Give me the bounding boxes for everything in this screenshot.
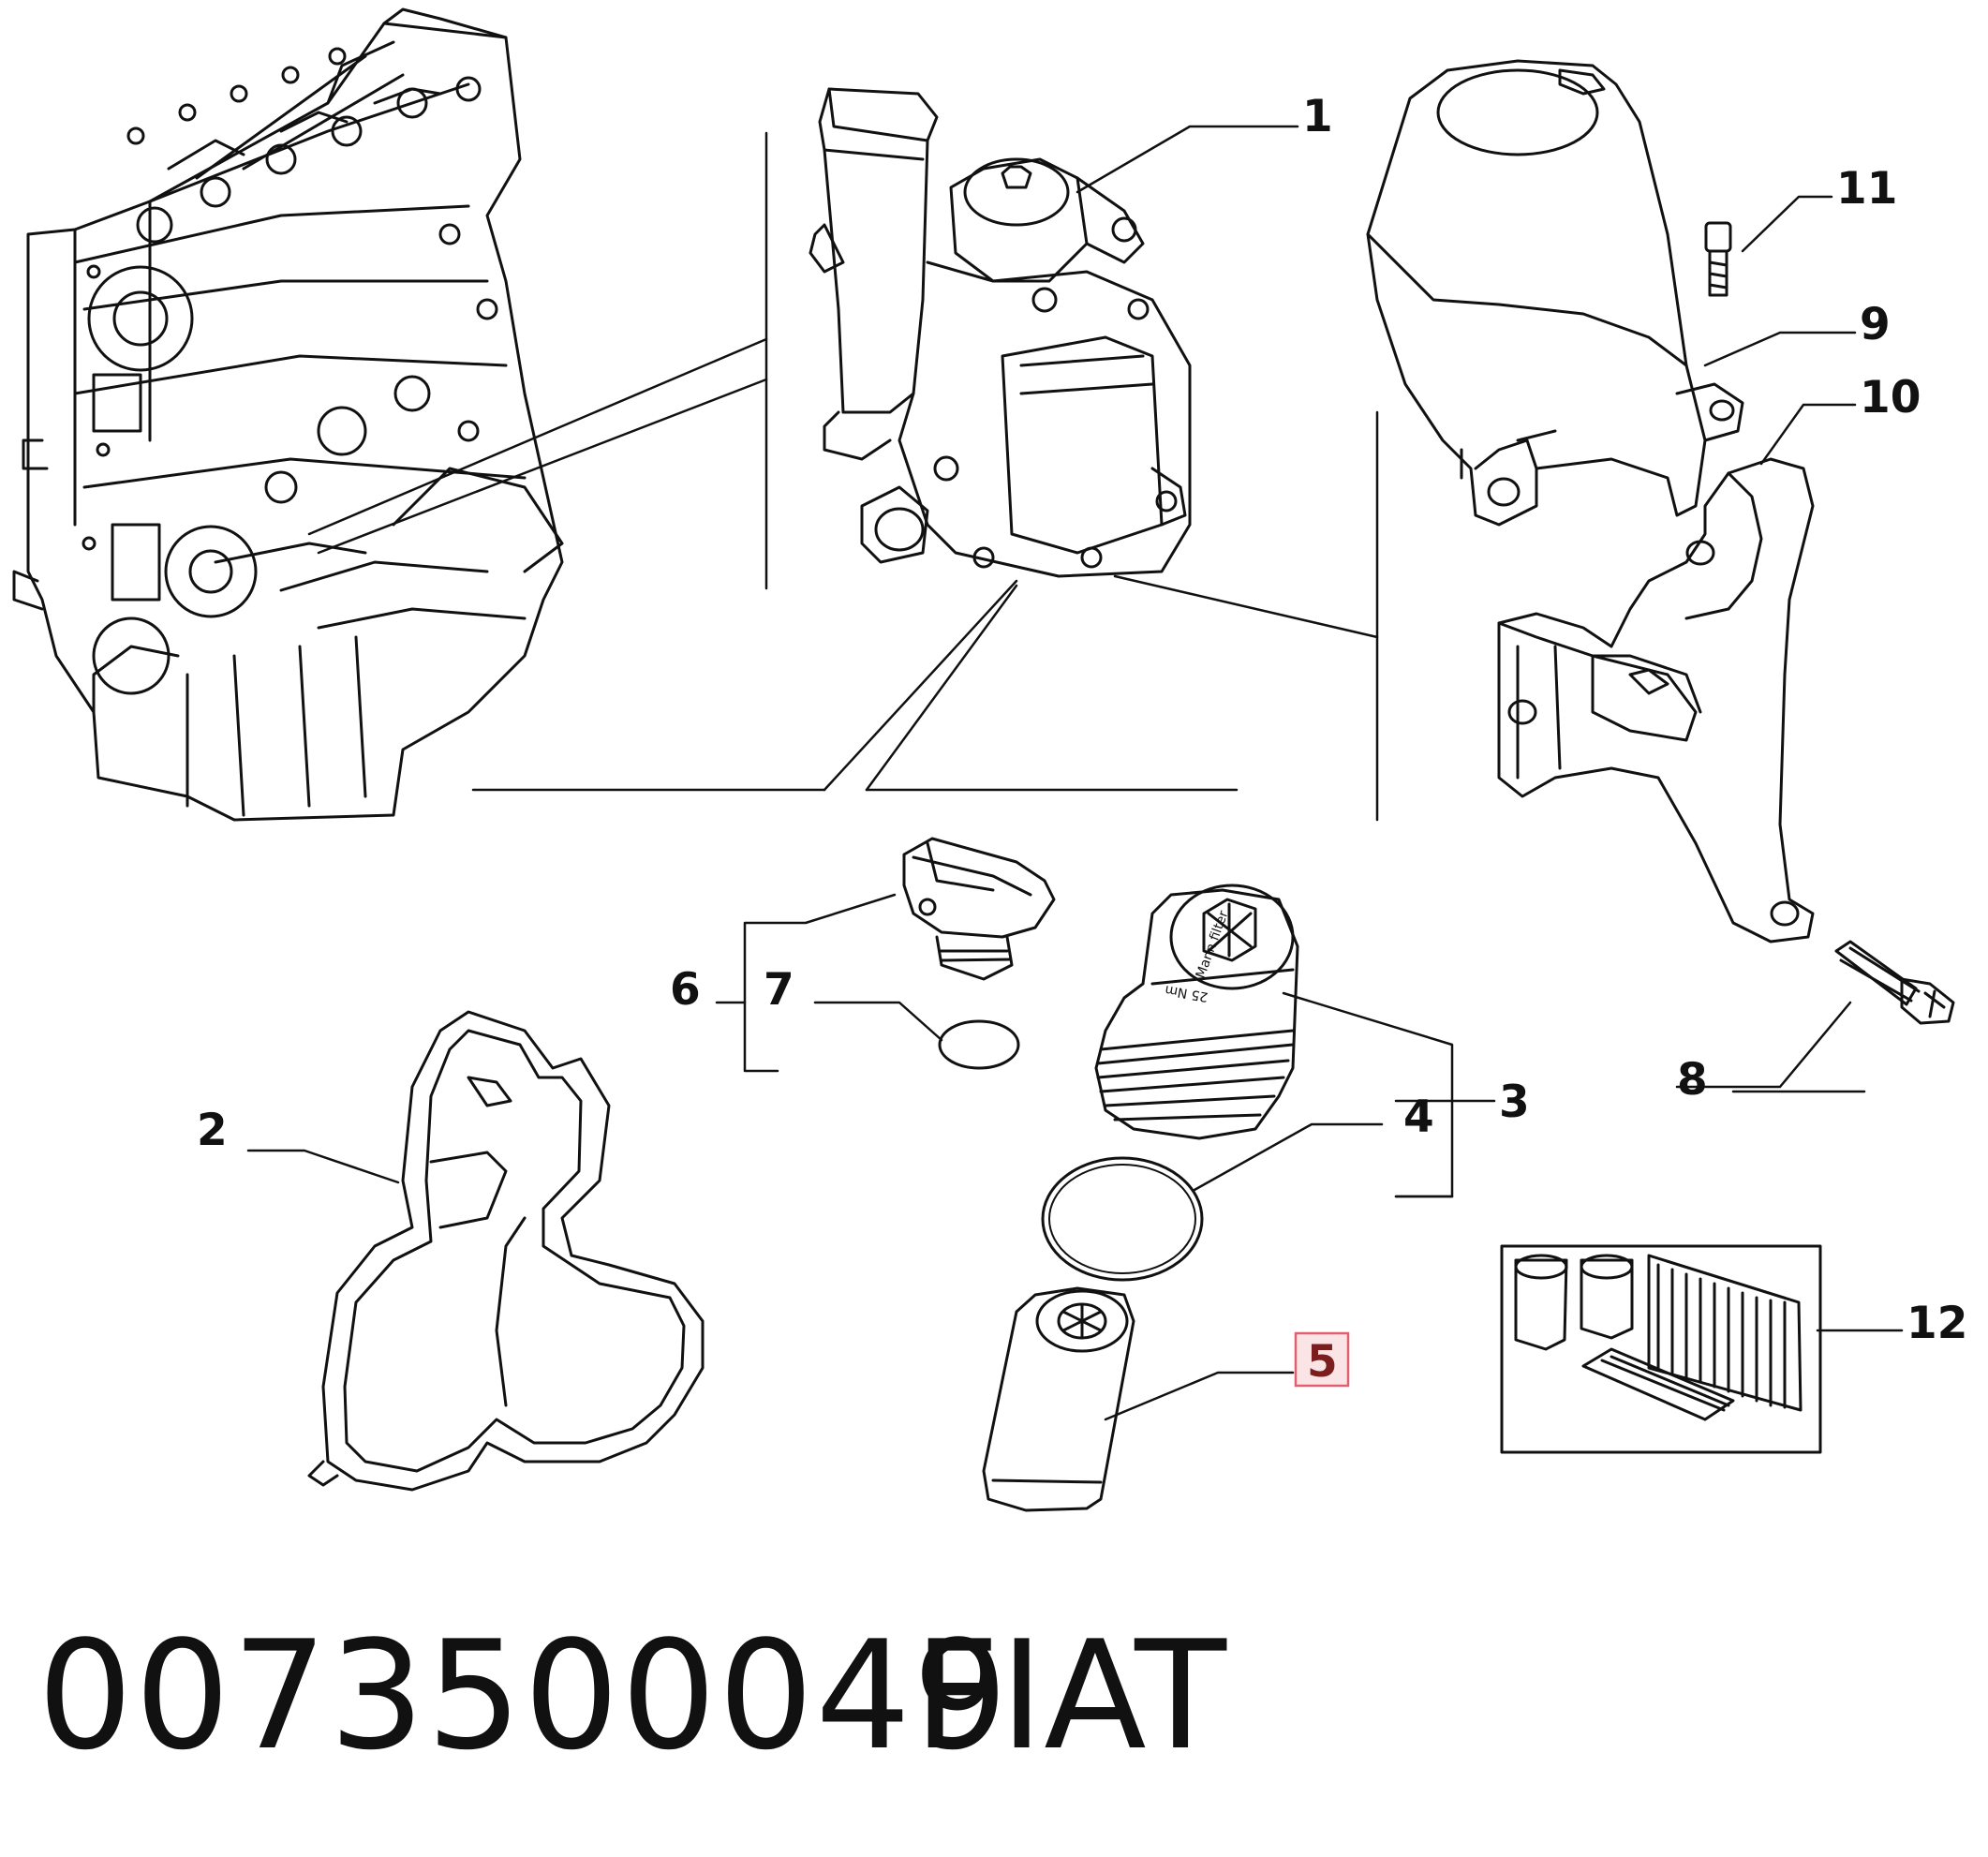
cap-torque-text: 25 Nm xyxy=(1164,982,1209,1004)
engine-block-drawing xyxy=(12,7,564,822)
callout-leader-lines xyxy=(246,125,1904,1421)
assembly-leader-lines xyxy=(307,131,1379,822)
callout-3: 3 xyxy=(1499,1077,1530,1128)
bolt-8-drawing xyxy=(1834,940,1955,1025)
callout-7: 7 xyxy=(764,964,794,1016)
oil-filter-cartridge-drawing xyxy=(982,1286,1135,1512)
o-ring-7-drawing xyxy=(938,1019,1020,1070)
callout-1: 1 xyxy=(1302,91,1333,142)
callout-2: 2 xyxy=(197,1105,228,1156)
oil-filler-cap-drawing xyxy=(902,837,1056,981)
brand-label: FIAT xyxy=(913,1608,1226,1783)
callout-8: 8 xyxy=(1677,1054,1708,1106)
callout-10: 10 xyxy=(1860,372,1921,423)
filter-cap-drawing xyxy=(1094,884,1299,1140)
o-ring-4-drawing xyxy=(1041,1156,1204,1282)
callout-6: 6 xyxy=(670,964,701,1016)
callout-11: 11 xyxy=(1836,163,1897,215)
part-number-label: 0073500049 xyxy=(37,1608,1010,1783)
callout-4: 4 xyxy=(1403,1092,1434,1143)
heat-shield-cover-drawing xyxy=(1366,59,1744,527)
service-kit-box-drawing xyxy=(1500,1244,1822,1454)
callout-5: 5 xyxy=(1307,1336,1338,1388)
callout-12: 12 xyxy=(1906,1298,1967,1349)
callout-9: 9 xyxy=(1860,299,1891,350)
gasket-drawing xyxy=(307,1010,705,1492)
highlight-box-part-5 xyxy=(1294,1331,1350,1388)
screw-11-drawing xyxy=(1704,221,1732,297)
oil-filter-housing-drawing xyxy=(809,87,1192,578)
cap-brand-text: Mann filter xyxy=(1194,909,1232,981)
mounting-bracket-drawing xyxy=(1497,457,1815,943)
